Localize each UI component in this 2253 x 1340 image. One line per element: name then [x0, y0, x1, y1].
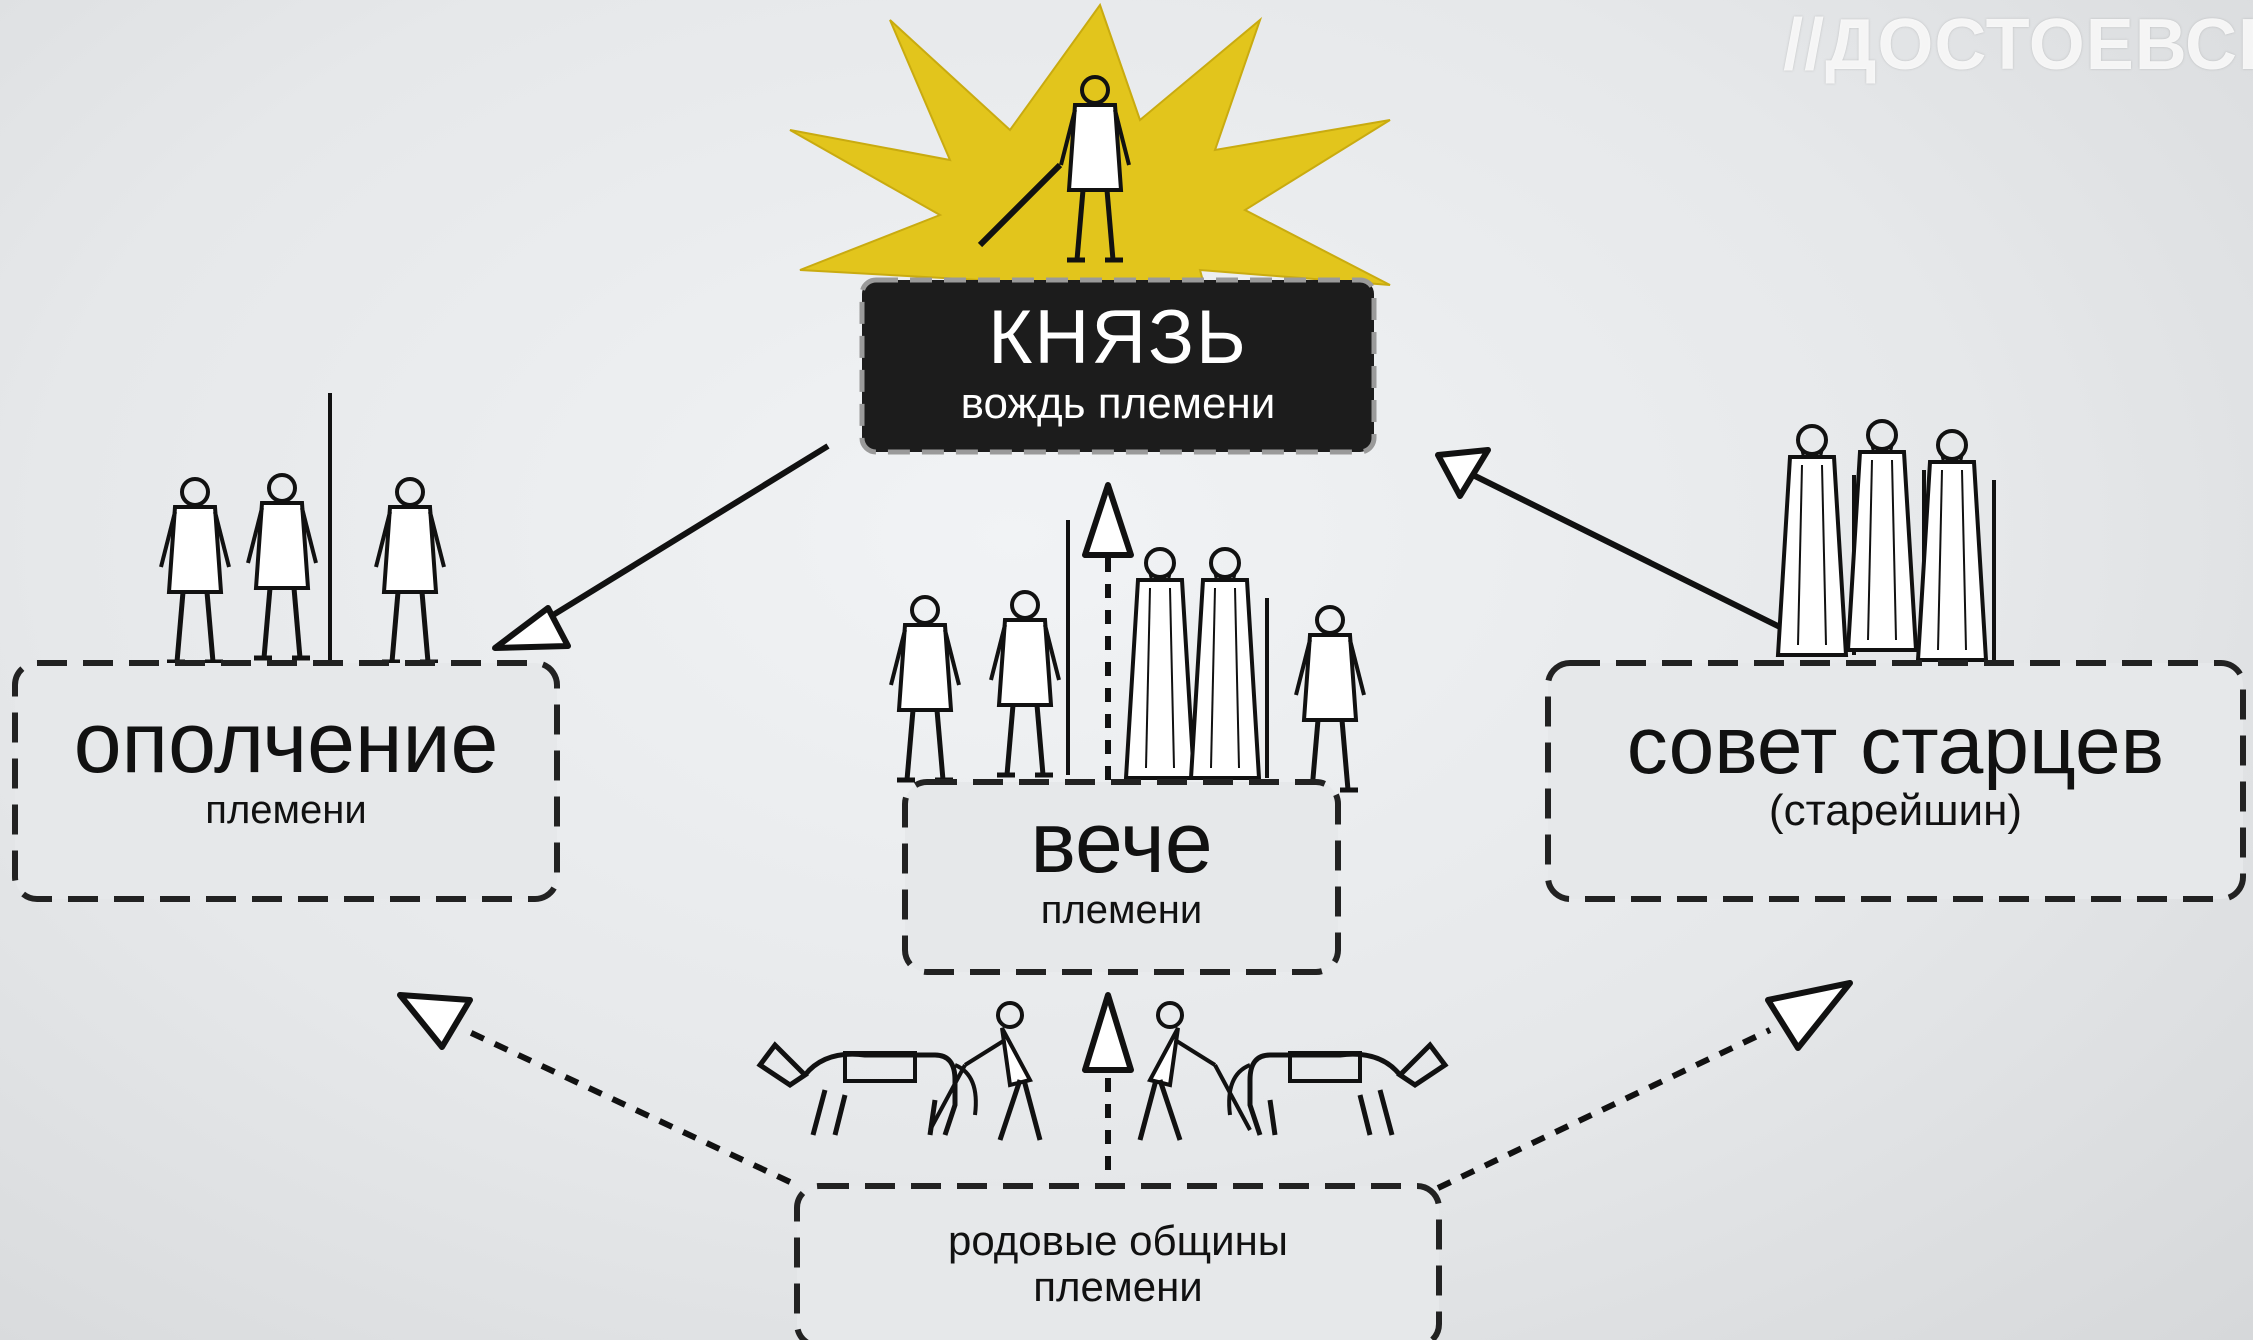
militia-title: ополчение — [73, 695, 499, 791]
veche-title: вече — [1030, 795, 1213, 891]
prince-figure — [977, 77, 1129, 260]
council-label: совет старцев (старейшин) — [1548, 705, 2243, 835]
prince-box — [859, 277, 1377, 455]
arrow-communities-to-council — [1436, 980, 1853, 1191]
militia-subtitle: племени — [205, 788, 367, 832]
arrow-communities-to-veche — [1082, 992, 1134, 1170]
arrow-communities-to-militia — [397, 992, 792, 1185]
council-elders — [1776, 419, 1996, 662]
arrow-council-to-prince — [1435, 447, 1792, 635]
communities-box — [794, 1183, 1442, 1340]
veche-box — [902, 779, 1341, 975]
council-subtitle: (старейшин) — [1768, 786, 2023, 835]
channel-watermark: //ДОСТОЕВСК — [1783, 5, 2253, 85]
militia-figures — [161, 393, 444, 663]
prince-subtitle: вождь племени — [960, 379, 1276, 428]
communities-line1: родовые общины — [948, 1217, 1288, 1264]
communities-line2: племени — [1033, 1263, 1203, 1311]
veche-crowd — [891, 520, 1364, 790]
communities-label: родовые общины племени — [797, 1217, 1439, 1311]
arrow-prince-to-militia — [492, 443, 830, 651]
veche-label: вече племени — [905, 800, 1338, 932]
militia-label: ополчение племени — [15, 700, 557, 832]
militia-box — [12, 660, 560, 902]
council-title: совет старцев — [1626, 700, 2165, 791]
veche-subtitle: племени — [1040, 888, 1203, 932]
council-box — [1545, 660, 2246, 902]
prince-title: КНЯЗЬ — [988, 295, 1248, 380]
arrow-veche-to-prince — [1082, 482, 1134, 780]
prince-label: КНЯЗЬ вождь племени — [862, 300, 1374, 428]
